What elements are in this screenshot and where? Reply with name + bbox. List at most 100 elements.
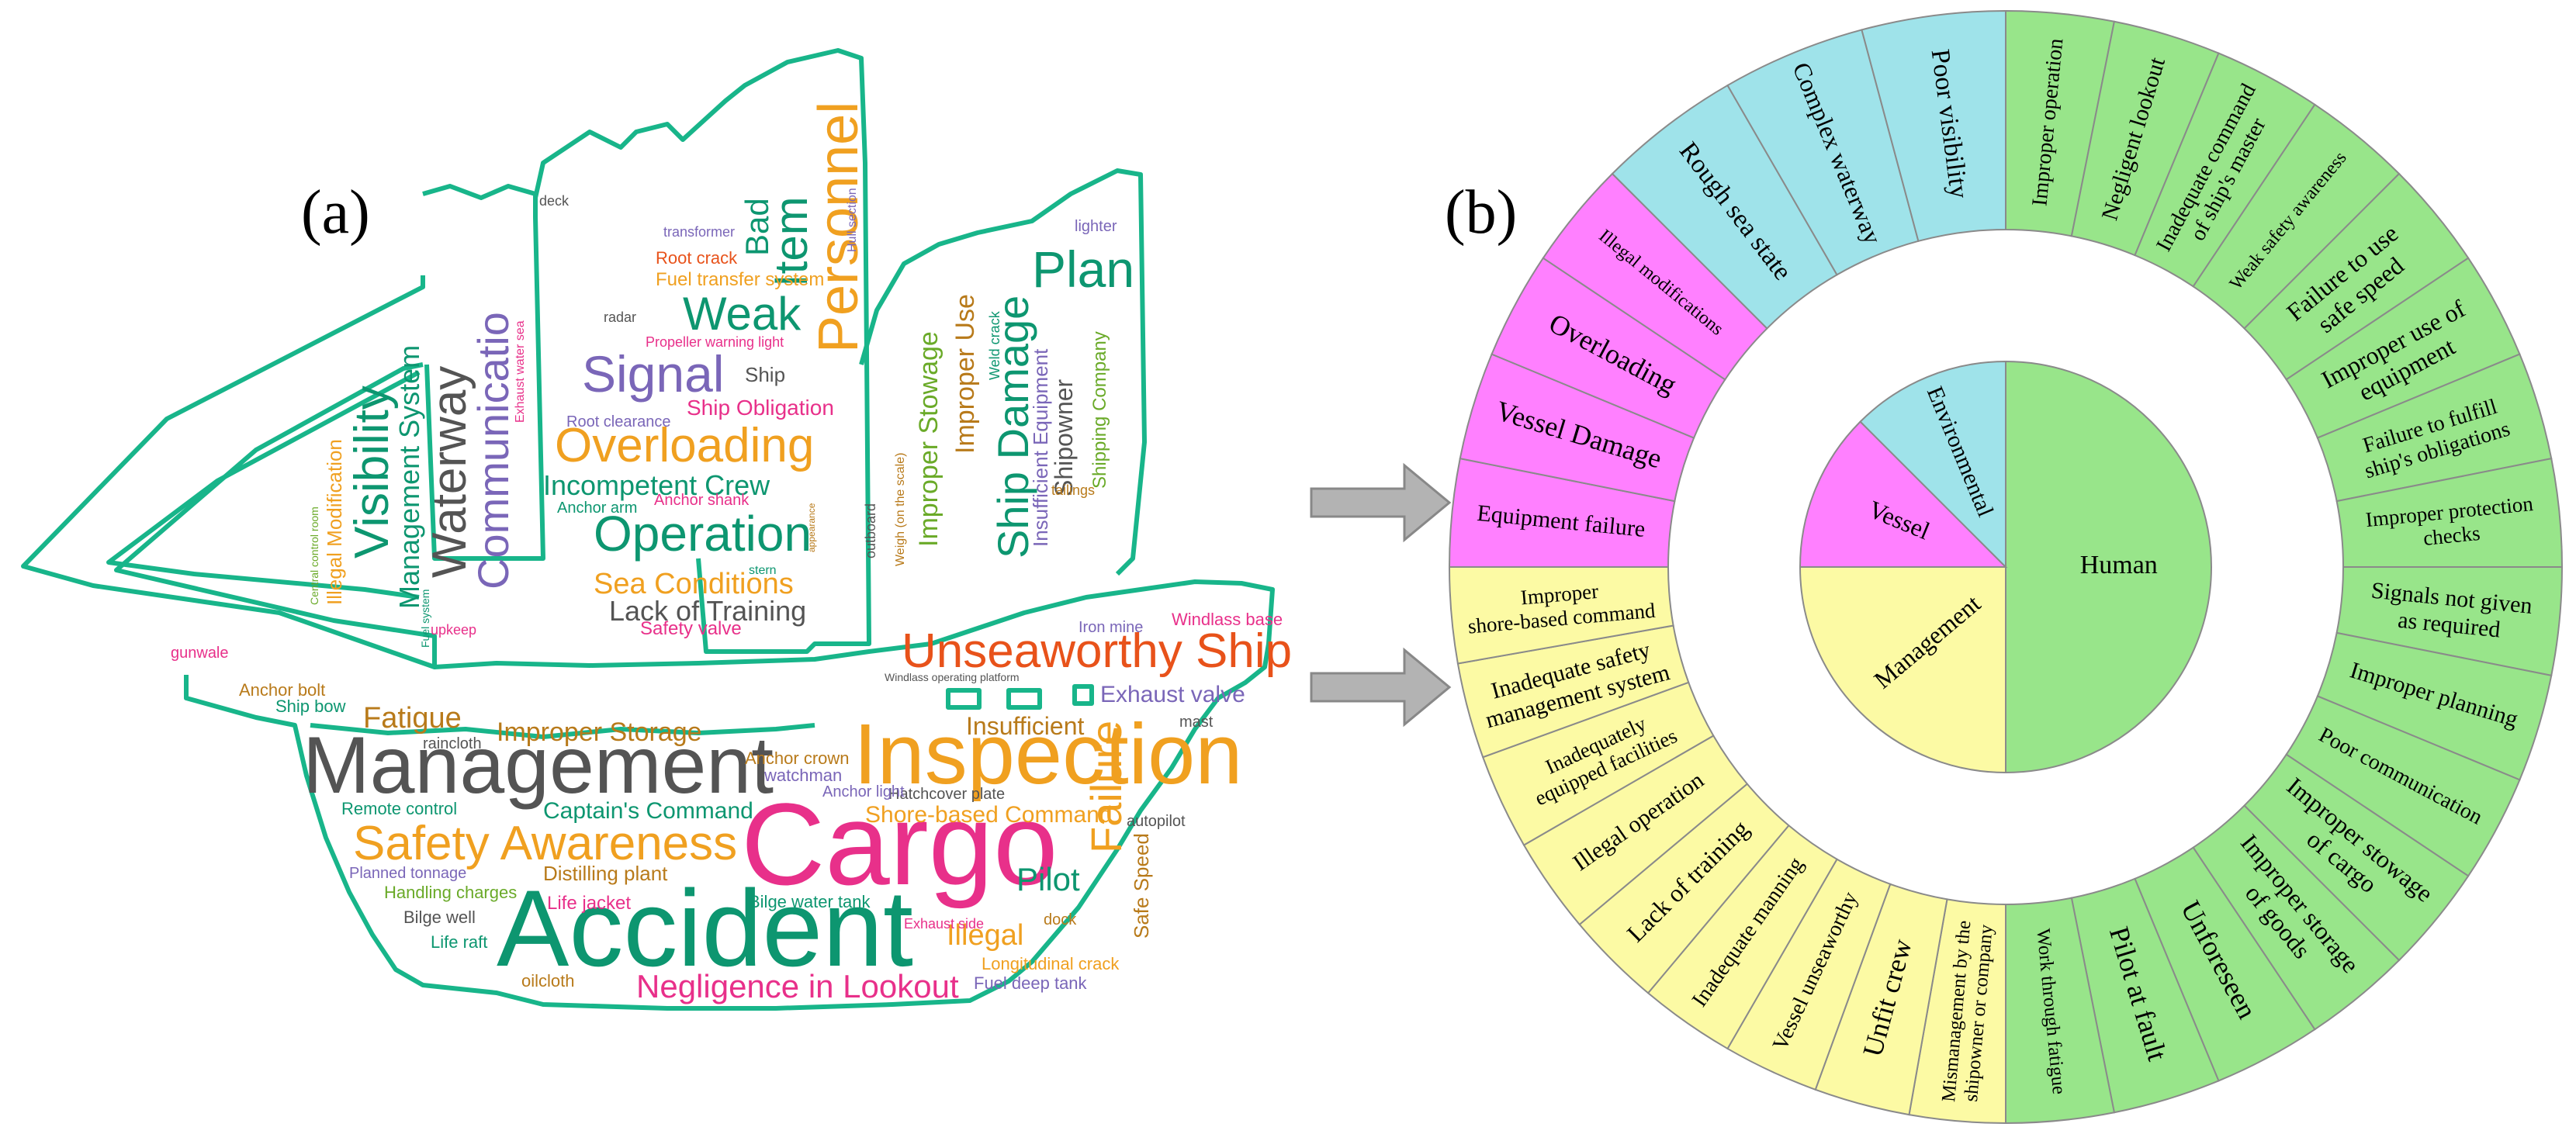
word-operation: Operation <box>594 506 812 562</box>
word-anchor-bolt: Anchor bolt <box>239 680 325 700</box>
word-ship-damage: Ship Damage <box>989 296 1037 558</box>
word-fuel-deep-tank: Fuel deep tank <box>974 973 1088 993</box>
word-weld-crack: Weld crack <box>987 310 1002 380</box>
word-handling-charges: Handling charges <box>384 883 517 902</box>
word-item: Item <box>765 196 817 287</box>
word-unseaworthy-ship: Unseaworthy Ship <box>902 624 1292 678</box>
word-safe-speed: Safe Speed <box>1130 833 1153 939</box>
arrow-upper <box>1310 462 1452 543</box>
word-propeller-warning-light: Propeller warning light <box>646 334 784 350</box>
word-waterway: Waterway <box>423 366 476 578</box>
ship-sail-2-outline <box>533 48 871 654</box>
word-lighter: lighter <box>1075 218 1117 235</box>
word-cargo: Cargo <box>741 779 1058 909</box>
word-captains-command: Captain's Command <box>543 798 753 824</box>
arrows <box>1310 462 1452 728</box>
word-planned-tonnage: Planned tonnage <box>349 865 466 882</box>
word-hatchcover-plate: Hatchcover plate <box>888 786 1005 803</box>
word-visibility: Visibility <box>345 385 399 558</box>
word-central-control-room: Central control room <box>308 506 320 605</box>
word-shipowner: Shipowner <box>1050 379 1078 496</box>
panel-a-word-cloud: (a) Management Cargo Accident Inspection <box>21 48 1292 1011</box>
word-fatigue: Fatigue <box>363 702 462 735</box>
word-outboard: outboard <box>863 503 878 558</box>
word-windlass-operating-platform: Windlass operating platform <box>885 671 1020 683</box>
word-anchor-shank: Anchor shank <box>654 492 750 509</box>
ship-hull-outline <box>184 579 1275 1011</box>
ship-window-1 <box>946 688 982 710</box>
word-failure: Failure <box>1082 721 1130 853</box>
inner-slice-human <box>2005 360 2212 774</box>
outer-segment-poor-visibility <box>1861 9 2006 243</box>
word-safety-awareness: Safety Awareness <box>353 817 737 870</box>
word-bad: Bad <box>739 198 775 256</box>
word-stern: stern <box>749 564 777 577</box>
word-ship-obligation: Ship Obligation <box>687 396 834 420</box>
word-windlass-base: Windlass base <box>1172 610 1283 629</box>
word-anchor-arm: Anchor arm <box>557 500 637 517</box>
word-upkeep: upkeep <box>431 622 476 638</box>
word-improper-stowage: Improper Stowage <box>914 331 943 547</box>
word-insufficient-equipment: Insufficient Equipment <box>1029 348 1052 547</box>
word-illegal: Illegal <box>947 919 1023 952</box>
word-tailings: tailings <box>1051 482 1095 498</box>
word-appearance: appearance <box>806 503 817 552</box>
arrow-lower <box>1310 647 1452 728</box>
word-overloading: Overloading <box>555 419 814 472</box>
word-exhaust-side: Exhaust side <box>904 916 984 932</box>
word-improper-use: Improper Use <box>950 294 980 454</box>
ship-bow-inner <box>106 370 421 600</box>
word-safety-valve: Safety valve <box>640 618 742 639</box>
inner-slice-vessel <box>1799 420 2008 568</box>
word-sea-conditions: Sea Conditions <box>594 568 794 600</box>
word-shore-based-command: Shore-based Command <box>865 802 1113 828</box>
word-fuel-transfer-system: Fuel transfer system <box>656 269 824 290</box>
word-fuel-system: Fuel system <box>419 589 431 648</box>
word-signal: Signal <box>582 345 724 403</box>
word-management-system: Management System <box>393 345 425 609</box>
word-ship-bow: Ship bow <box>275 697 346 716</box>
inner-slice-management <box>1799 566 2006 774</box>
word-dock: dock <box>1044 911 1077 928</box>
word-personnel: Personnel <box>808 102 870 353</box>
panel-b-label: (b) <box>1445 178 1517 247</box>
word-hull-section: Hull section <box>846 188 859 252</box>
word-weigh-on-the-scale: Weigh (on the scale) <box>894 453 907 566</box>
word-anchor-crown: Anchor crown <box>745 749 850 768</box>
word-root-crack: Root crack <box>656 248 738 268</box>
word-plan: Plan <box>1032 240 1134 298</box>
word-iron-mine: Iron mine <box>1079 619 1143 636</box>
word-lack-of-training: Lack of Training <box>609 595 806 627</box>
word-radar: radar <box>604 309 636 325</box>
word-exhaust-valve: Exhaust valve <box>1100 682 1245 707</box>
word-life-jacket: Life jacket <box>547 893 631 914</box>
word-exhaust-water-sea: Exhaust water sea <box>514 320 527 423</box>
ship-outline <box>21 48 1275 1011</box>
ship-window-2 <box>1006 688 1042 710</box>
panel-a-label: (a) <box>301 178 370 247</box>
word-weak: Weak <box>683 288 802 340</box>
word-inspection: Inspection <box>853 707 1242 802</box>
word-accident: Accident <box>497 867 913 989</box>
ship-window-3 <box>1072 684 1094 706</box>
word-oilcloth: oilcloth <box>521 971 574 991</box>
word-negligence-in-lookout: Negligence in Lookout <box>636 968 959 1004</box>
word-raincloth: raincloth <box>423 735 482 752</box>
word-remote-control: Remote control <box>341 799 457 818</box>
word-management: Management <box>303 721 774 811</box>
word-communication: Communicatio <box>469 312 518 589</box>
ship-deck-line <box>310 723 815 739</box>
word-illegal-modification: Illegal Modification <box>323 439 346 605</box>
word-life-raft: Life raft <box>431 932 487 952</box>
word-gunwale: gunwale <box>171 645 229 662</box>
inner-label-human: Human <box>2080 551 2158 579</box>
word-bilge-water-tank: Bilge water tank <box>749 892 871 911</box>
word-bilge-well: Bilge well <box>403 908 476 927</box>
inner-slice-environmental <box>1859 360 2006 569</box>
word-cloud: Management Cargo Accident Inspection Uns… <box>171 102 1292 1004</box>
word-improper-storage: Improper Storage <box>497 717 702 747</box>
